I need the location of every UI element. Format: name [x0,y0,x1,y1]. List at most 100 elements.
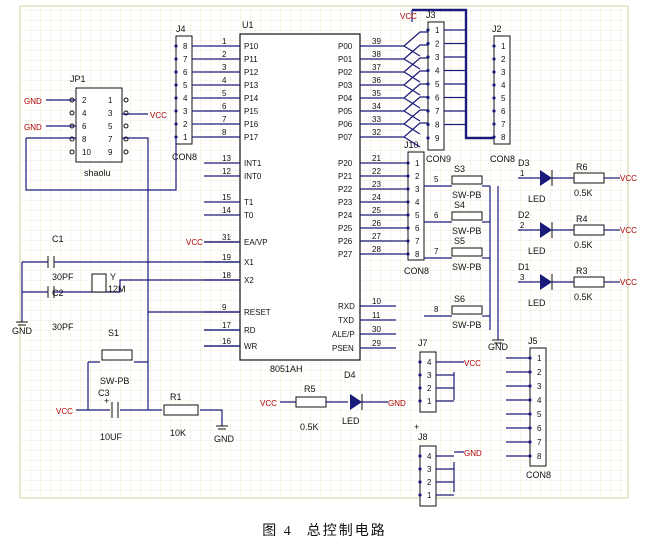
connector-pin-dot [492,109,496,113]
connector-pin-number: 1 [427,491,432,500]
j3-vcc-label: VCC [400,12,417,21]
r1-ref: R1 [170,392,182,402]
j7-j8-wires [453,361,464,492]
r1-value: 10K [170,428,186,438]
wires-p2-j10 [396,162,408,255]
mcu-right-pin-name: P23 [338,198,353,207]
led-ref: D3 [518,158,530,168]
p0-cross-wire [403,97,421,109]
connector-pin-dot [418,493,422,497]
mcu-right-pin-number: 37 [372,63,381,72]
resistor-body [573,224,605,236]
mcu-right-pin-number: 10 [372,297,381,306]
mcu-left-pin-name: P15 [244,107,259,116]
j8-ref: J8 [418,432,428,442]
connector-pin-number: 6 [435,94,440,103]
s1-ref: S1 [108,328,119,338]
connector-pin-dot [174,83,178,87]
gnd-jp1-b: GND [24,123,42,132]
jp1-pin-dot [69,110,75,116]
mcu-ref: U1 [242,20,254,30]
connector-pin-number: 2 [427,384,432,393]
connector-pin-number: 1 [537,354,542,363]
jp1-left-pin-number: 6 [82,122,87,131]
p0-wire [396,57,428,73]
mcu-left-pin-number: 1 [222,37,227,46]
mcu-left-pin-name: P16 [244,120,259,129]
p0-cross-wire [403,136,421,148]
switch-net-number: 6 [434,211,439,220]
connector-pin-number: 5 [501,94,506,103]
j10-part: CON8 [404,266,429,276]
led-value: LED [528,298,546,308]
jp1-pin-dot [123,123,129,129]
mcu-right-pin-number: 21 [372,154,381,163]
switch-body [451,211,483,221]
connector-pin-number: 3 [537,382,542,391]
connector-pin-dot [492,122,496,126]
resistor-ref: R4 [576,214,588,224]
connector-pin-number: 2 [435,40,440,49]
mcu-left-pin-number: 15 [222,193,231,202]
led-net-number: 2 [520,221,525,230]
mcu-left-pin-number: 17 [222,321,231,330]
connector-pin-number: 2 [183,120,188,129]
j10-ref: J10 [404,140,419,150]
connector-pin-number: 4 [427,452,432,461]
mcu-right-pin-number: 32 [372,128,381,137]
resistor-value: 0.5K [574,292,593,302]
d4-value: LED [342,416,360,426]
connector-pin-number: 7 [537,438,542,447]
connector-pin-dot [174,122,178,126]
connector-pin-number: 6 [537,424,542,433]
c2-value: 30PF [52,322,74,332]
s1-value: SW-PB [100,376,129,386]
j8-plus: + [414,422,419,432]
connector-pin-dot [492,44,496,48]
switch-net-number: 5 [434,175,439,184]
mcu-left-pin-number: 19 [222,253,231,262]
mcu-left-pin-name: P17 [244,133,259,142]
mcu-left-pin-name: P13 [244,81,259,90]
c2-ref: C2 [52,288,64,298]
mcu-left-pin-number: 18 [222,271,231,280]
switch-value: SW-PB [452,190,481,200]
resistor-ref: R3 [576,266,588,276]
mcu-left-pin-number: 14 [222,206,231,215]
jp1-ref: JP1 [70,74,86,84]
gnd-crystal: GND [12,326,33,336]
mcu-left-pin-name: RESET [244,308,271,317]
led-vcc-label: VCC [620,226,637,235]
connector-pin-dot [418,454,422,458]
led-body [540,222,552,238]
switch-value: SW-PB [452,320,481,330]
connector-pin-number: 2 [415,172,420,181]
mcu-right-pin-name: P07 [338,133,353,142]
j7-ref: J7 [418,338,428,348]
mcu-right-pin-name: P03 [338,81,353,90]
jp1-pin-dot [123,97,129,103]
connector-pin-dot [418,467,422,471]
connector-pin-dot [174,70,178,74]
p0-wire [396,44,428,60]
switch-value: SW-PB [452,262,481,272]
connector-pin-number: 9 [435,134,440,143]
p0-wire [396,96,428,112]
resistor-ref: R6 [576,162,588,172]
mcu-u1: U1 8051AH 1P102P113P124P135P146P157P168P… [204,20,396,374]
mcu-right-pin-name: P26 [338,237,353,246]
switch-net-number: 8 [434,305,439,314]
connector-pin-number: 8 [183,42,188,51]
mcu-left-pin-number: 4 [222,76,227,85]
connector-pin-number: 1 [415,159,420,168]
c1-value: 30PF [52,272,74,282]
jp1-wiring: GND GND VCC [24,97,177,191]
connector-pin-number: 2 [537,368,542,377]
jp1-right-pin-number: 5 [108,122,113,131]
